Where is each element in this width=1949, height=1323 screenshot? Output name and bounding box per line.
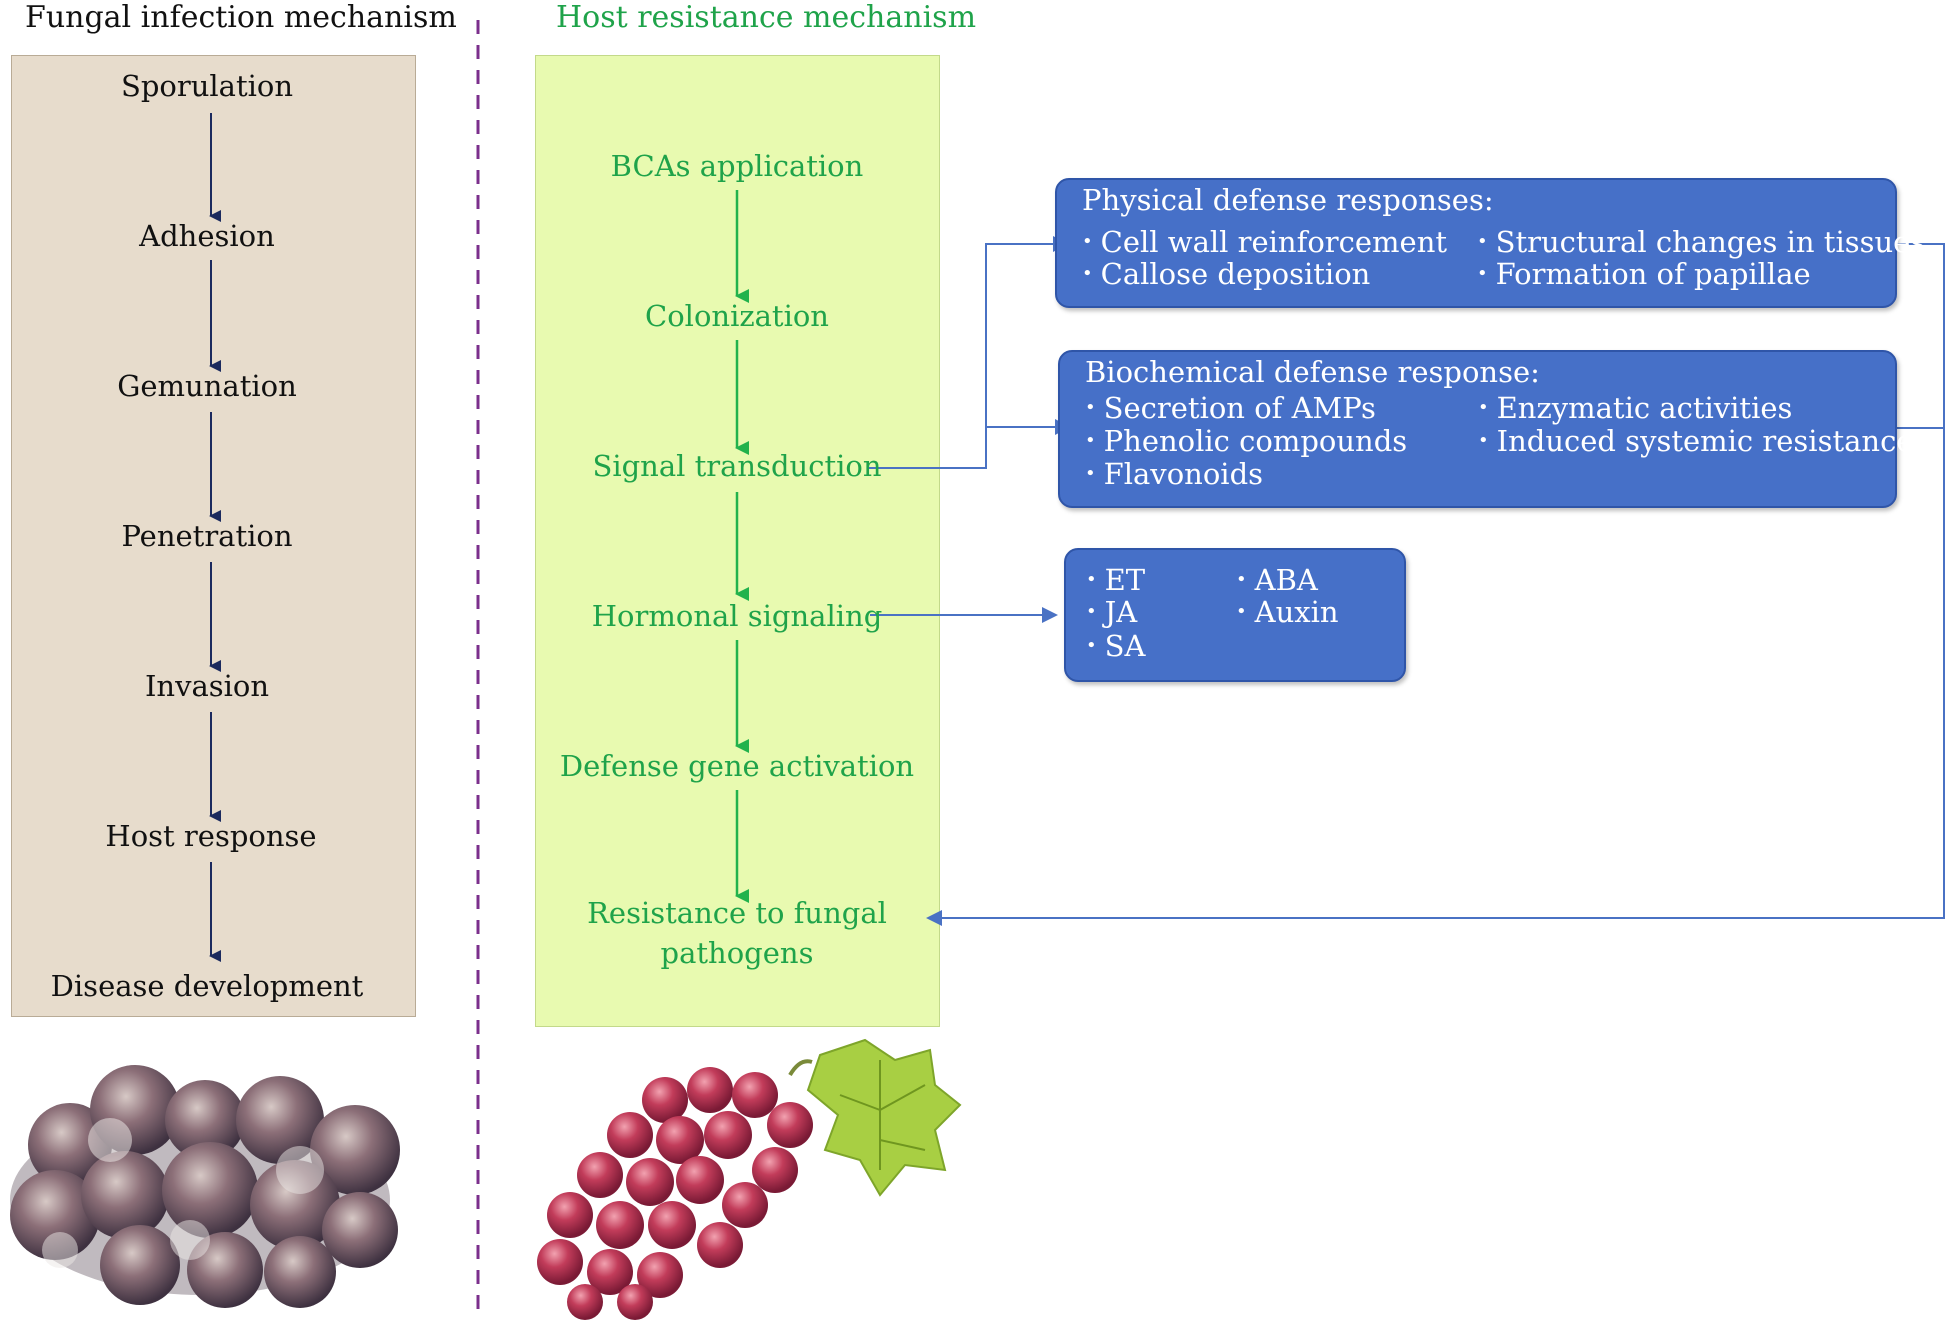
step-disease-development: Disease development	[50, 969, 364, 1003]
physical-item-4: •Formation of papillae	[1477, 257, 1811, 291]
physical-item-2: •Callose deposition	[1082, 257, 1371, 291]
arrowhead-resistance	[926, 910, 942, 926]
blue-connectors	[868, 236, 1945, 926]
host-resistance-heading: Host resistance mechanism	[556, 0, 977, 35]
step-hormonal-signaling: Hormonal signaling	[591, 599, 883, 633]
hormone-auxin: •Auxin	[1236, 595, 1339, 629]
biochemical-item-2: •Phenolic compounds	[1085, 424, 1408, 458]
biochemical-item-1: •Secretion of AMPs	[1085, 391, 1376, 425]
hormone-sa: •SA	[1086, 629, 1146, 663]
biochemical-defense-title: Biochemical defense response:	[1085, 355, 1540, 389]
signal-to-boxes-connector	[868, 243, 1053, 469]
physical-item-1: •Cell wall reinforcement	[1082, 225, 1448, 259]
biochemical-item-4: •Enzymatic activities	[1478, 391, 1793, 425]
step-host-response: Host response	[105, 819, 317, 853]
fungal-infection-heading: Fungal infection mechanism	[25, 0, 457, 35]
step-defense-gene-activation: Defense gene activation	[559, 749, 915, 783]
infected-grapes-image	[10, 1065, 400, 1308]
step-bcas-application: BCAs application	[610, 149, 864, 183]
step-colonization: Colonization	[645, 299, 829, 333]
biochemical-item-5: •Induced systemic resistance	[1478, 424, 1914, 458]
hormones-box: •ET •JA •SA •ABA •Auxin	[1064, 548, 1406, 682]
physical-defense-title: Physical defense responses:	[1082, 183, 1494, 217]
step-sporulation: Sporulation	[120, 69, 294, 103]
physical-defense-box: Physical defense responses: •Cell wall r…	[1055, 178, 1925, 308]
hormone-ja: •JA	[1086, 595, 1138, 629]
step-resistance-line2: pathogens	[660, 936, 814, 970]
biochemical-item-3: •Flavonoids	[1085, 457, 1264, 491]
biochemical-defense-box: Biochemical defense response: •Secretion…	[1058, 350, 1913, 508]
step-signal-transduction: Signal transduction	[592, 449, 882, 483]
hormone-aba: •ABA	[1236, 563, 1318, 597]
arrowhead-hormones	[1042, 607, 1058, 623]
step-germination: Gemunation	[117, 369, 297, 403]
step-penetration: Penetration	[121, 519, 293, 553]
hormone-et: •ET	[1086, 563, 1146, 597]
feedback-connector	[942, 243, 1945, 919]
step-invasion: Invasion	[144, 669, 270, 703]
healthy-grapes-image	[537, 1038, 962, 1320]
physical-item-3: •Structural changes in tissues	[1477, 225, 1926, 259]
step-resistance-line1: Resistance to fungal	[587, 896, 887, 930]
step-adhesion: Adhesion	[139, 219, 275, 253]
